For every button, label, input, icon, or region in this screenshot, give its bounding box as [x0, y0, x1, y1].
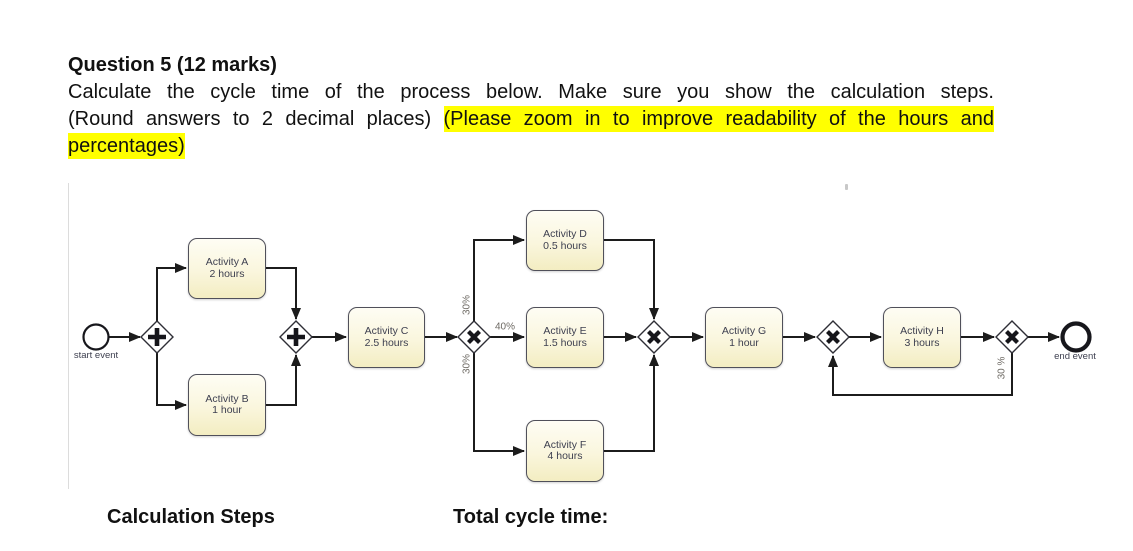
activity-f-duration: 4 hours	[547, 450, 583, 462]
parallel-gateway-join	[279, 320, 313, 354]
question-title: Question 5 (12 marks)	[68, 54, 277, 76]
flow-d-to-gw4	[604, 239, 659, 320]
activity-b-duration: 1 hour	[212, 404, 242, 416]
parallel-gateway-split	[140, 320, 174, 354]
diagram-canvas-edge	[68, 183, 69, 489]
exclusive-gateway-split	[457, 320, 491, 354]
end-event-label: end event	[1054, 351, 1096, 362]
activity-d-name: Activity D	[543, 228, 587, 240]
activity-h-duration: 3 hours	[904, 336, 940, 349]
x-icon	[826, 330, 840, 344]
start-event-label: start event	[73, 350, 119, 361]
activity-b-name: Activity B	[205, 392, 249, 405]
flow-gw3-to-f	[473, 353, 525, 456]
activity-f-name: Activity F	[543, 438, 587, 451]
flow-f-to-gw4	[604, 354, 659, 452]
question-line-1: Calculate the cycle time of the process …	[68, 79, 994, 106]
activity-h: Activity H 3 hours	[883, 307, 961, 368]
activity-d: Activity D 0.5 hours	[526, 210, 604, 271]
flow-b-to-gw2	[266, 354, 301, 406]
branch-label-loop: 30 %	[996, 356, 1008, 380]
question-highlight-1: (Please zoom in to improve readability o…	[443, 106, 994, 132]
question-line-2-text: (Round answers to 2 decimal places)	[68, 108, 444, 130]
plus-icon	[148, 328, 166, 346]
activity-e-duration: 1.5 hours	[543, 336, 587, 349]
total-cycle-time-label: Total cycle time:	[453, 506, 609, 528]
flow-gw3-to-d	[473, 235, 525, 321]
end-event-circle	[1060, 321, 1092, 353]
activity-d-duration: 0.5 hours	[543, 239, 587, 252]
activity-g-name: Activity G	[721, 325, 767, 337]
activity-c: Activity C 2.5 hours	[348, 307, 425, 368]
activity-a-duration: 2 hours	[209, 267, 245, 280]
branch-label-middle: 40%	[494, 321, 516, 333]
activity-a: Activity A 2 hours	[188, 238, 266, 299]
activity-e-name: Activity E	[543, 325, 587, 337]
flow-gw1-to-a	[156, 263, 187, 321]
x-icon	[647, 330, 661, 344]
activity-b: Activity B 1 hour	[188, 374, 266, 436]
question-line-3: percentages)	[68, 133, 994, 160]
activity-g: Activity G 1 hour	[705, 307, 783, 368]
exclusive-gateway-join	[637, 320, 671, 354]
activity-f: Activity F 4 hours	[526, 420, 604, 482]
activity-c-duration: 2.5 hours	[364, 336, 409, 349]
x-icon	[467, 330, 481, 344]
plus-icon	[287, 328, 305, 346]
activity-e: Activity E 1.5 hours	[526, 307, 604, 368]
question-line-1-text: Calculate the cycle time of the process …	[68, 81, 994, 103]
flow-a-to-gw2	[266, 267, 301, 320]
exclusive-gateway-loop-entry	[816, 320, 850, 354]
activity-h-name: Activity H	[900, 325, 944, 337]
start-event-circle	[82, 323, 110, 351]
branch-label-top: 30%	[461, 294, 473, 316]
question-block: Question 5 (12 marks) Calculate the cycl…	[68, 52, 994, 160]
question-highlight-2: percentages)	[68, 133, 185, 159]
flow-gw1-to-b	[156, 353, 187, 410]
exclusive-gateway-loop-exit	[995, 320, 1029, 354]
question-line-2: (Round answers to 2 decimal places) (Ple…	[68, 106, 994, 133]
activity-g-duration: 1 hour	[729, 336, 759, 349]
activity-c-name: Activity C	[364, 325, 409, 337]
stray-mark	[845, 184, 848, 190]
flow-loop-back	[828, 353, 1013, 396]
x-icon	[1005, 330, 1019, 344]
calculation-steps-label: Calculation Steps	[107, 506, 275, 528]
branch-label-bottom: 30%	[461, 353, 473, 375]
activity-a-name: Activity A	[205, 256, 249, 268]
